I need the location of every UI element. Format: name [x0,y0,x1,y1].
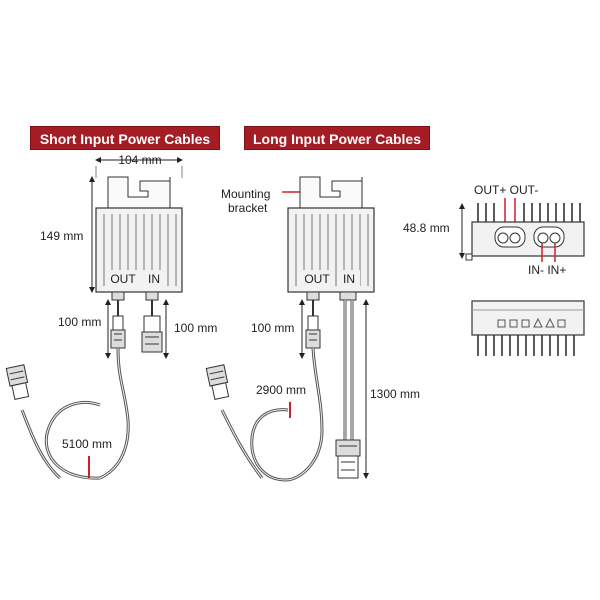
side-view-top: OUT+ OUT- 48.8 mm IN- IN+ [403,183,585,277]
out-connector [305,315,321,349]
output-cable [99,347,130,480]
input-connectors [335,439,361,479]
short-cables-banner: Short Input Power Cables [30,126,220,150]
in-label: IN [148,272,160,286]
width-label: 104 mm [118,153,161,167]
in-cable-length-label: 100 mm [174,321,217,335]
bracket-label-line2: bracket [228,201,268,215]
mounting-bracket [107,176,171,211]
out-connector [110,315,126,349]
side-housing [471,221,585,257]
out-cable-length-label: 100 mm [251,321,294,335]
in-polarity-labels: IN- IN+ [528,263,566,277]
output-cable [250,347,324,482]
out-polarity-labels: OUT+ OUT- [474,183,538,197]
bracket-label-line1: Mounting [221,187,270,201]
out-label: OUT [304,272,330,286]
out-cable-length-label: 100 mm [58,315,101,329]
loop-cable-length-label: 2900 mm [256,383,306,397]
long-cable-length-label: 5100 mm [62,437,112,451]
long-panel: Mounting bracket OUT IN 100 mm [205,176,420,482]
cable-end-connector [5,364,30,400]
cable-end-connector [205,364,230,400]
short-panel: 104 mm 149 mm OUT IN 100 mm 100 mm [5,153,217,480]
long-cables-banner: Long Input Power Cables [244,126,430,150]
in-connector [141,315,163,353]
height-label: 149 mm [40,229,83,243]
mounting-bracket [299,176,363,211]
out-label: OUT [110,272,136,286]
in-cable-length-label: 1300 mm [370,387,420,401]
side-view-bottom [471,300,585,356]
thickness-label: 48.8 mm [403,221,450,235]
in-label: IN [343,272,355,286]
side-housing-bottom [471,300,585,336]
